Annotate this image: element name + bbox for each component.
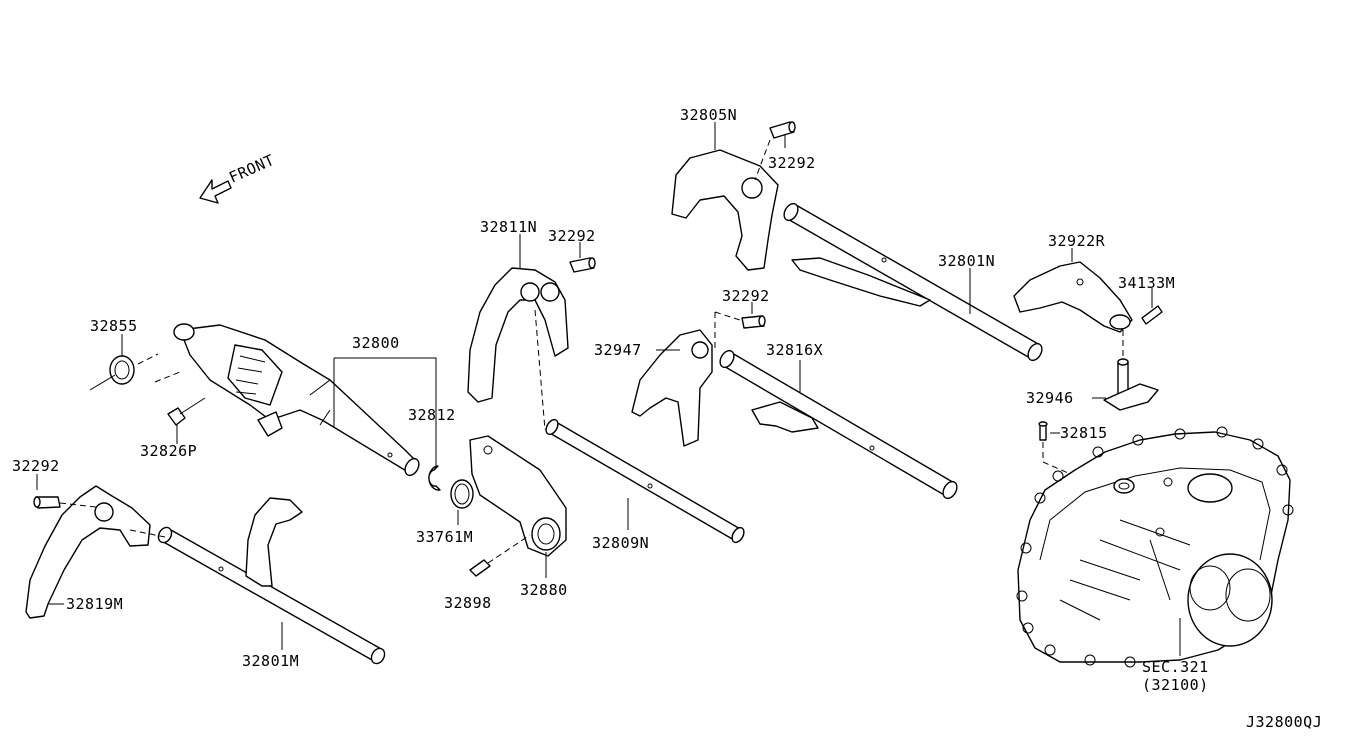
label-32855: 32855 [90,317,138,335]
pin-32292-right [741,315,766,329]
label-32801N: 32801N [938,252,995,270]
leader-lines [36,122,1181,656]
label-32812: 32812 [408,406,456,424]
bolt-32815 [1038,421,1048,441]
label-32819M: 32819M [66,595,123,613]
diagram-code: J32800QJ [1246,713,1322,731]
fork-32811N [467,267,569,403]
shaft-32800 [173,323,420,477]
label-32809N: 32809N [592,534,649,552]
front-arrow-icon [199,179,232,204]
fork-32805N [671,149,779,271]
ring-33761M [450,479,474,509]
label-32898: 32898 [444,594,492,612]
bolt-32826P [167,397,206,426]
pin-32292-mid [569,257,596,273]
fork-32947 [631,329,713,447]
transmission-case [1016,426,1294,668]
shaft-32816X [719,349,958,500]
label-32946: 32946 [1026,389,1074,407]
label-32816X: 32816X [766,341,823,359]
snap-ring-32812 [428,465,441,491]
shaft-32809N [545,418,745,544]
label-32292-left: 32292 [12,457,60,475]
bracket-32922R [1013,261,1133,333]
label-32815: 32815 [1060,424,1108,442]
label-32811N: 32811N [480,218,537,236]
label-34133M: 34133M [1118,274,1175,292]
label-sec-321: SEC.321 [1142,658,1209,676]
shaft-32801M [157,526,386,665]
pin-32292-left [33,496,61,509]
pin-32292-top [769,121,796,139]
pin-32946 [1103,358,1159,411]
label-32826P: 32826P [140,442,197,460]
front-label: FRONT [226,151,277,187]
label-32922R: 32922R [1048,232,1106,250]
label-32800: 32800 [352,334,400,352]
lever-32880 [469,435,567,557]
clip-32855 [89,355,135,391]
pin-32898 [469,559,491,577]
label-32947: 32947 [594,341,642,359]
label-32880: 32880 [520,581,568,599]
pin-34133M [1141,305,1163,325]
label-33761M: 33761M [416,528,473,546]
label-32801M: 32801M [242,652,299,670]
label-32292-mid: 32292 [548,227,596,245]
label-sec-321-sub: (32100) [1142,676,1209,694]
label-32805N: 32805N [680,106,737,124]
shaft-32801N [783,202,1043,362]
bracket-on-32801M [245,497,303,587]
label-32292-right: 32292 [722,287,770,305]
label-32292-top: 32292 [768,154,816,172]
